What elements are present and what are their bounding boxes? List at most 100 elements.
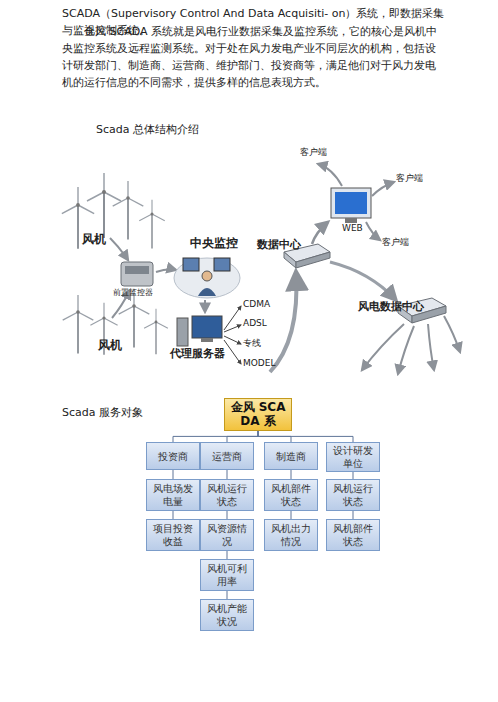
section-heading: Scada 总体结构介绍	[96, 121, 199, 138]
server-symbol	[201, 338, 213, 342]
category-box: 风机可利用率	[200, 559, 254, 591]
connector-line	[173, 470, 174, 479]
component-label: CDMA	[243, 298, 270, 312]
wind-turbine	[63, 295, 94, 354]
datacenter-device	[284, 252, 296, 268]
connector-line	[291, 470, 292, 479]
component-label: 专线	[243, 337, 261, 351]
box-text: 设计研发单位	[329, 444, 377, 470]
connector-line	[258, 431, 353, 442]
flow-arrow	[366, 222, 380, 240]
category-box: 风机部件状态	[264, 479, 318, 511]
component-label: 前置监控器	[113, 287, 153, 299]
link-arrow	[224, 325, 241, 332]
box-text: 风机可利用率	[203, 562, 251, 588]
web-monitor	[331, 188, 371, 218]
category-box: 制造商	[264, 442, 318, 470]
box-text: 制造商	[276, 450, 306, 463]
connector-line	[173, 431, 258, 442]
flow-arrow	[270, 272, 296, 372]
web-monitor	[335, 192, 367, 214]
component-label: 客户端	[382, 236, 409, 250]
category-box: 投资商	[146, 442, 200, 470]
flow-arrow	[318, 164, 342, 186]
box-text: 风电场发电量	[149, 482, 197, 508]
link-arrow	[224, 340, 241, 364]
operator-symbol	[202, 271, 212, 281]
box-text: 风机运行状态	[203, 482, 251, 508]
category-box: 风机运行状态	[200, 479, 254, 511]
screen-symbol	[214, 258, 230, 271]
wind-turbine	[113, 181, 144, 240]
body-text: 金风 SCADA 系统就是风电行业数据采集及监控系统，它的核心是风机中央监控系统…	[62, 23, 442, 91]
flow-arrow	[312, 222, 328, 244]
flow-arrow	[156, 269, 176, 272]
category-box: 风电场发电量	[146, 479, 200, 511]
connector-line	[353, 472, 354, 479]
box-text: 风机运行状态	[329, 482, 377, 508]
flow-arrow	[204, 300, 206, 312]
monitor-device	[121, 262, 153, 286]
connector-line	[227, 470, 228, 479]
box-text: 风机部件状态	[267, 482, 315, 508]
web-monitor	[345, 218, 357, 223]
category-box: 项目投资收益	[146, 519, 200, 551]
category-box: 设计研发单位	[326, 442, 380, 472]
box-text: 风机部件状态	[329, 522, 377, 548]
connector-line	[227, 591, 228, 599]
connector-line	[227, 431, 258, 442]
component-label: MODEL	[243, 357, 275, 371]
box-text: 项目投资收益	[149, 522, 197, 548]
flow-arrow	[398, 326, 414, 374]
box-text: 运营商	[212, 450, 242, 463]
box-text: 风机产能状况	[203, 602, 251, 628]
screen-symbol	[183, 258, 199, 271]
category-box: 风机部件状态	[326, 519, 380, 551]
flow-arrow	[428, 324, 434, 370]
box-text: 风机出力情况	[267, 522, 315, 548]
wind-turbine	[87, 173, 121, 238]
wind-turbine	[144, 309, 168, 355]
category-box: 风机出力情况	[264, 519, 318, 551]
operator-symbol	[198, 288, 216, 296]
component-label: WEB	[342, 222, 363, 236]
datacenter-device	[296, 252, 330, 268]
connector-line	[227, 511, 228, 519]
root-box: 金风 SCADA 系	[224, 398, 292, 431]
section-heading: Scada 服务对象	[62, 404, 143, 421]
flow-arrow	[362, 324, 404, 370]
control-room	[174, 258, 240, 298]
component-label: 客户端	[396, 172, 423, 186]
component-label: 风电数据中心	[358, 298, 424, 315]
category-box: 风资源情况	[200, 519, 254, 551]
flow-arrow	[110, 238, 128, 260]
connector-line	[353, 511, 354, 519]
connector-line	[258, 431, 291, 442]
component-label: 数据中心	[257, 236, 301, 253]
server-symbol	[177, 318, 188, 346]
connector-line	[291, 511, 292, 519]
category-box: 风机运行状态	[326, 479, 380, 511]
component-label: 风机	[82, 230, 106, 249]
category-box: 风机产能状况	[200, 599, 254, 631]
box-text: 金风 SCADA 系	[227, 400, 289, 429]
component-label: ADSL	[243, 317, 267, 331]
component-label: 客户端	[300, 146, 327, 160]
connector-line	[227, 551, 228, 559]
box-text: 风资源情况	[203, 522, 251, 548]
box-text: 投资商	[158, 450, 188, 463]
category-box: 运营商	[200, 442, 254, 470]
flow-arrow	[444, 316, 460, 352]
flow-arrow	[372, 182, 394, 196]
component-label: 中央监控	[190, 234, 238, 253]
wind-turbine	[139, 200, 165, 249]
server-symbol	[192, 316, 222, 338]
monitor-device	[125, 266, 149, 274]
component-label: 风机	[98, 336, 122, 355]
flow-arrow	[330, 262, 396, 300]
component-label: 代理服务器	[170, 345, 225, 362]
connector-line	[173, 511, 174, 519]
